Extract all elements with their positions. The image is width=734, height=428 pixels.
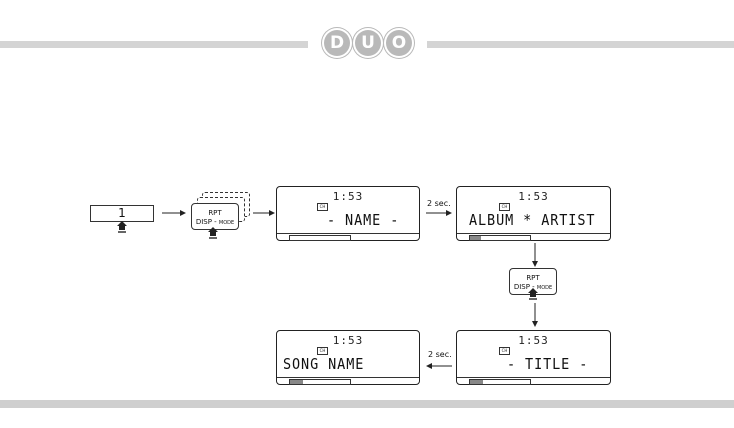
display-panel-title: 1:53 CH - TITLE - xyxy=(456,330,611,385)
display-panel-album-artist: 1:53 CH ALBUM * ARTIST xyxy=(456,186,611,241)
display-text: - TITLE - xyxy=(507,354,588,374)
level-meter-fill xyxy=(290,380,303,384)
hand-press-icon xyxy=(525,287,541,301)
panel-divider xyxy=(277,377,419,378)
clock-readout: 1:53 xyxy=(457,334,610,347)
level-meter-fill xyxy=(470,380,483,384)
level-meter xyxy=(469,379,531,385)
display-text: SONG NAME xyxy=(283,354,364,374)
arrow-right-icon xyxy=(253,208,275,218)
clock-readout: 1:53 xyxy=(277,334,419,347)
panel-divider xyxy=(457,377,610,378)
display-text: ALBUM * ARTIST xyxy=(469,210,595,230)
display-panel-name: 1:53 CH - NAME - xyxy=(276,186,420,241)
panel-divider xyxy=(277,233,419,234)
display-panel-song-name: 1:53 CH SONG NAME xyxy=(276,330,420,385)
arrow-down-icon xyxy=(530,303,540,327)
level-meter xyxy=(289,235,351,241)
hand-press-icon xyxy=(114,220,130,234)
arrow-right-icon xyxy=(162,208,186,218)
hand-press-icon xyxy=(205,226,221,240)
header-bar-left xyxy=(0,41,308,48)
logo-letter-o: O xyxy=(386,30,412,56)
level-meter xyxy=(289,379,351,385)
clock-readout: 1:53 xyxy=(277,190,419,203)
panel-divider xyxy=(457,233,610,234)
arrow-left-icon xyxy=(426,361,452,371)
delay-label: 2 sec. xyxy=(427,199,451,208)
level-meter-fill xyxy=(470,236,481,240)
display-text: - NAME - xyxy=(327,210,399,230)
delay-label: 2 sec. xyxy=(428,350,452,359)
footer-bar xyxy=(0,400,734,408)
button-label-rpt: RPT xyxy=(510,274,556,283)
clock-readout: 1:53 xyxy=(457,190,610,203)
button-label-rpt: RPT xyxy=(192,209,238,218)
logo-letter-d: D xyxy=(324,30,350,56)
arrow-right-icon xyxy=(426,208,452,218)
header-bar-right xyxy=(427,41,734,48)
level-meter xyxy=(469,235,531,241)
arrow-down-icon xyxy=(530,243,540,267)
logo-letter-u: U xyxy=(355,30,381,56)
